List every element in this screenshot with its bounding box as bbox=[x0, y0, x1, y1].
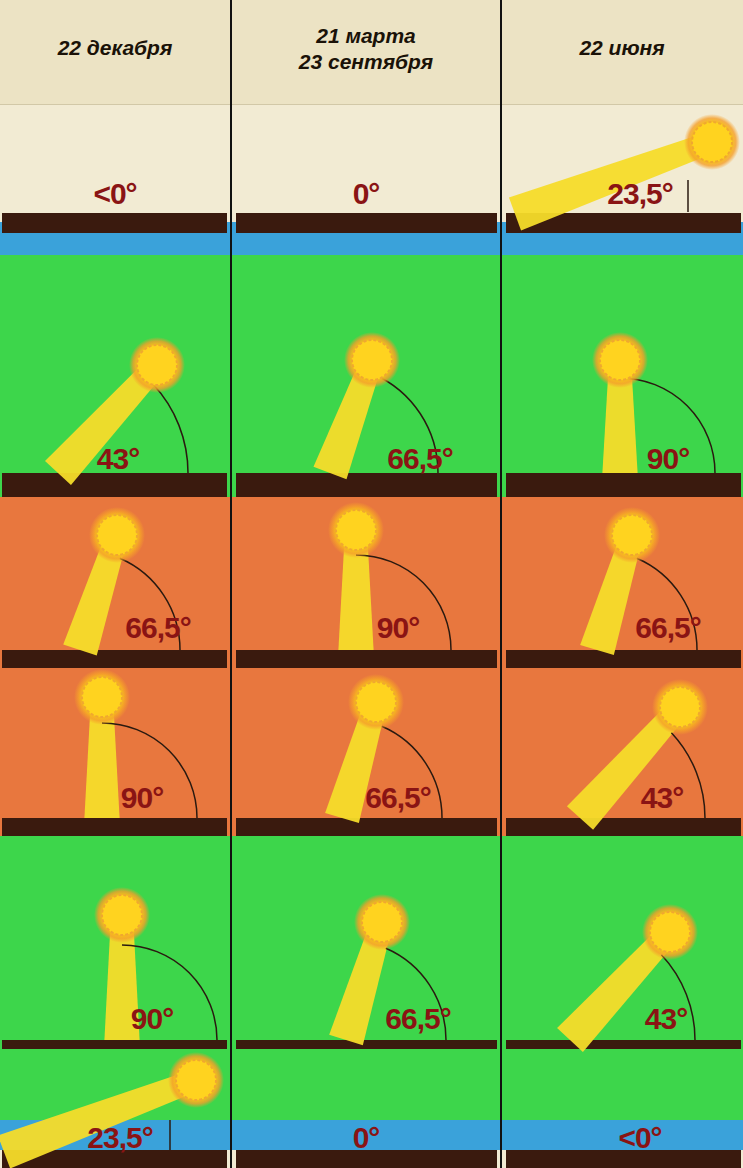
sun-figure bbox=[0, 1052, 224, 1168]
ground-bar bbox=[506, 650, 741, 668]
angle-arc bbox=[356, 555, 451, 650]
angle-tick bbox=[169, 1120, 171, 1150]
column-divider bbox=[500, 0, 502, 1168]
sun-disc bbox=[652, 679, 708, 735]
ground-bar bbox=[2, 650, 227, 668]
ground-bar bbox=[236, 473, 497, 497]
ground-bar bbox=[506, 473, 741, 497]
angle-label: 23,5° bbox=[607, 177, 672, 210]
sun-figure bbox=[94, 887, 217, 1040]
ground-bar bbox=[2, 213, 227, 233]
sun-core bbox=[176, 1060, 216, 1100]
sun-disc bbox=[684, 114, 740, 170]
sun-disc bbox=[354, 894, 410, 950]
sun-disc bbox=[129, 337, 185, 393]
angle-label: 66,5° bbox=[365, 781, 430, 814]
sun-core bbox=[102, 895, 142, 935]
angle-label: <0° bbox=[93, 177, 136, 210]
column-header: 22 декабря bbox=[58, 36, 173, 59]
sun-core bbox=[336, 510, 376, 550]
ground-bar bbox=[506, 1040, 741, 1049]
sun-figure bbox=[74, 669, 197, 818]
angle-arc bbox=[153, 384, 188, 473]
sun-core bbox=[82, 677, 122, 717]
sun-figure bbox=[328, 502, 451, 650]
sun-disc bbox=[592, 332, 648, 388]
sun-core bbox=[97, 515, 137, 555]
column-header: 23 сентября bbox=[299, 50, 433, 73]
angle-label: 66,5° bbox=[387, 442, 452, 475]
sun-core bbox=[650, 912, 690, 952]
temperate-band bbox=[0, 255, 743, 497]
angle-label: 66,5° bbox=[385, 1002, 450, 1035]
angle-arc bbox=[122, 945, 217, 1040]
angle-label: 43° bbox=[97, 442, 139, 475]
sun-core bbox=[612, 515, 652, 555]
angle-label: 0° bbox=[353, 1121, 380, 1154]
angle-label: 90° bbox=[121, 781, 163, 814]
angle-label: 43° bbox=[645, 1002, 687, 1035]
angle-tick bbox=[687, 180, 689, 212]
sun-disc bbox=[348, 674, 404, 730]
column-header: 21 марта bbox=[316, 24, 416, 47]
column-divider bbox=[230, 0, 232, 1168]
sun-disc bbox=[94, 887, 150, 943]
sun-core bbox=[692, 122, 732, 162]
sun-figure bbox=[325, 674, 442, 823]
angle-label: 90° bbox=[647, 442, 689, 475]
angle-label: 90° bbox=[377, 611, 419, 644]
sun-core bbox=[352, 340, 392, 380]
sun-figure bbox=[509, 114, 740, 231]
angle-label: 0° bbox=[353, 177, 380, 210]
ground-bar bbox=[2, 473, 227, 497]
column-header: 22 июня bbox=[579, 36, 664, 59]
angle-arc bbox=[102, 723, 197, 818]
sun-figure bbox=[557, 904, 698, 1052]
angle-label: <0° bbox=[618, 1121, 661, 1154]
temperate-band bbox=[0, 836, 743, 1122]
sun-core bbox=[600, 340, 640, 380]
angle-label: 43° bbox=[641, 781, 683, 814]
tropical-band bbox=[0, 497, 743, 837]
sun-figure bbox=[45, 337, 188, 485]
angle-label: 66,5° bbox=[635, 611, 700, 644]
ground-bar bbox=[2, 818, 227, 836]
sun-core bbox=[660, 687, 700, 727]
sun-disc bbox=[328, 502, 384, 558]
header-band bbox=[0, 0, 743, 105]
ground-bar bbox=[506, 818, 741, 836]
sun-disc bbox=[74, 669, 130, 725]
sun-disc bbox=[344, 332, 400, 388]
ground-bar bbox=[236, 818, 497, 836]
ground-bar bbox=[236, 650, 497, 668]
sun-disc bbox=[168, 1052, 224, 1108]
angle-label: 90° bbox=[131, 1002, 173, 1035]
angle-label: 23,5° bbox=[87, 1121, 152, 1154]
sun-disc bbox=[89, 507, 145, 563]
ground-bar bbox=[2, 1040, 227, 1049]
ground-bar bbox=[236, 1040, 497, 1049]
sun-core bbox=[362, 902, 402, 942]
sun-disc bbox=[604, 507, 660, 563]
sun-disc bbox=[642, 904, 698, 960]
angle-label: 66,5° bbox=[125, 611, 190, 644]
sun-core bbox=[356, 682, 396, 722]
ground-bar bbox=[236, 213, 497, 233]
sun-figure bbox=[567, 679, 708, 830]
sun-core bbox=[137, 345, 177, 385]
